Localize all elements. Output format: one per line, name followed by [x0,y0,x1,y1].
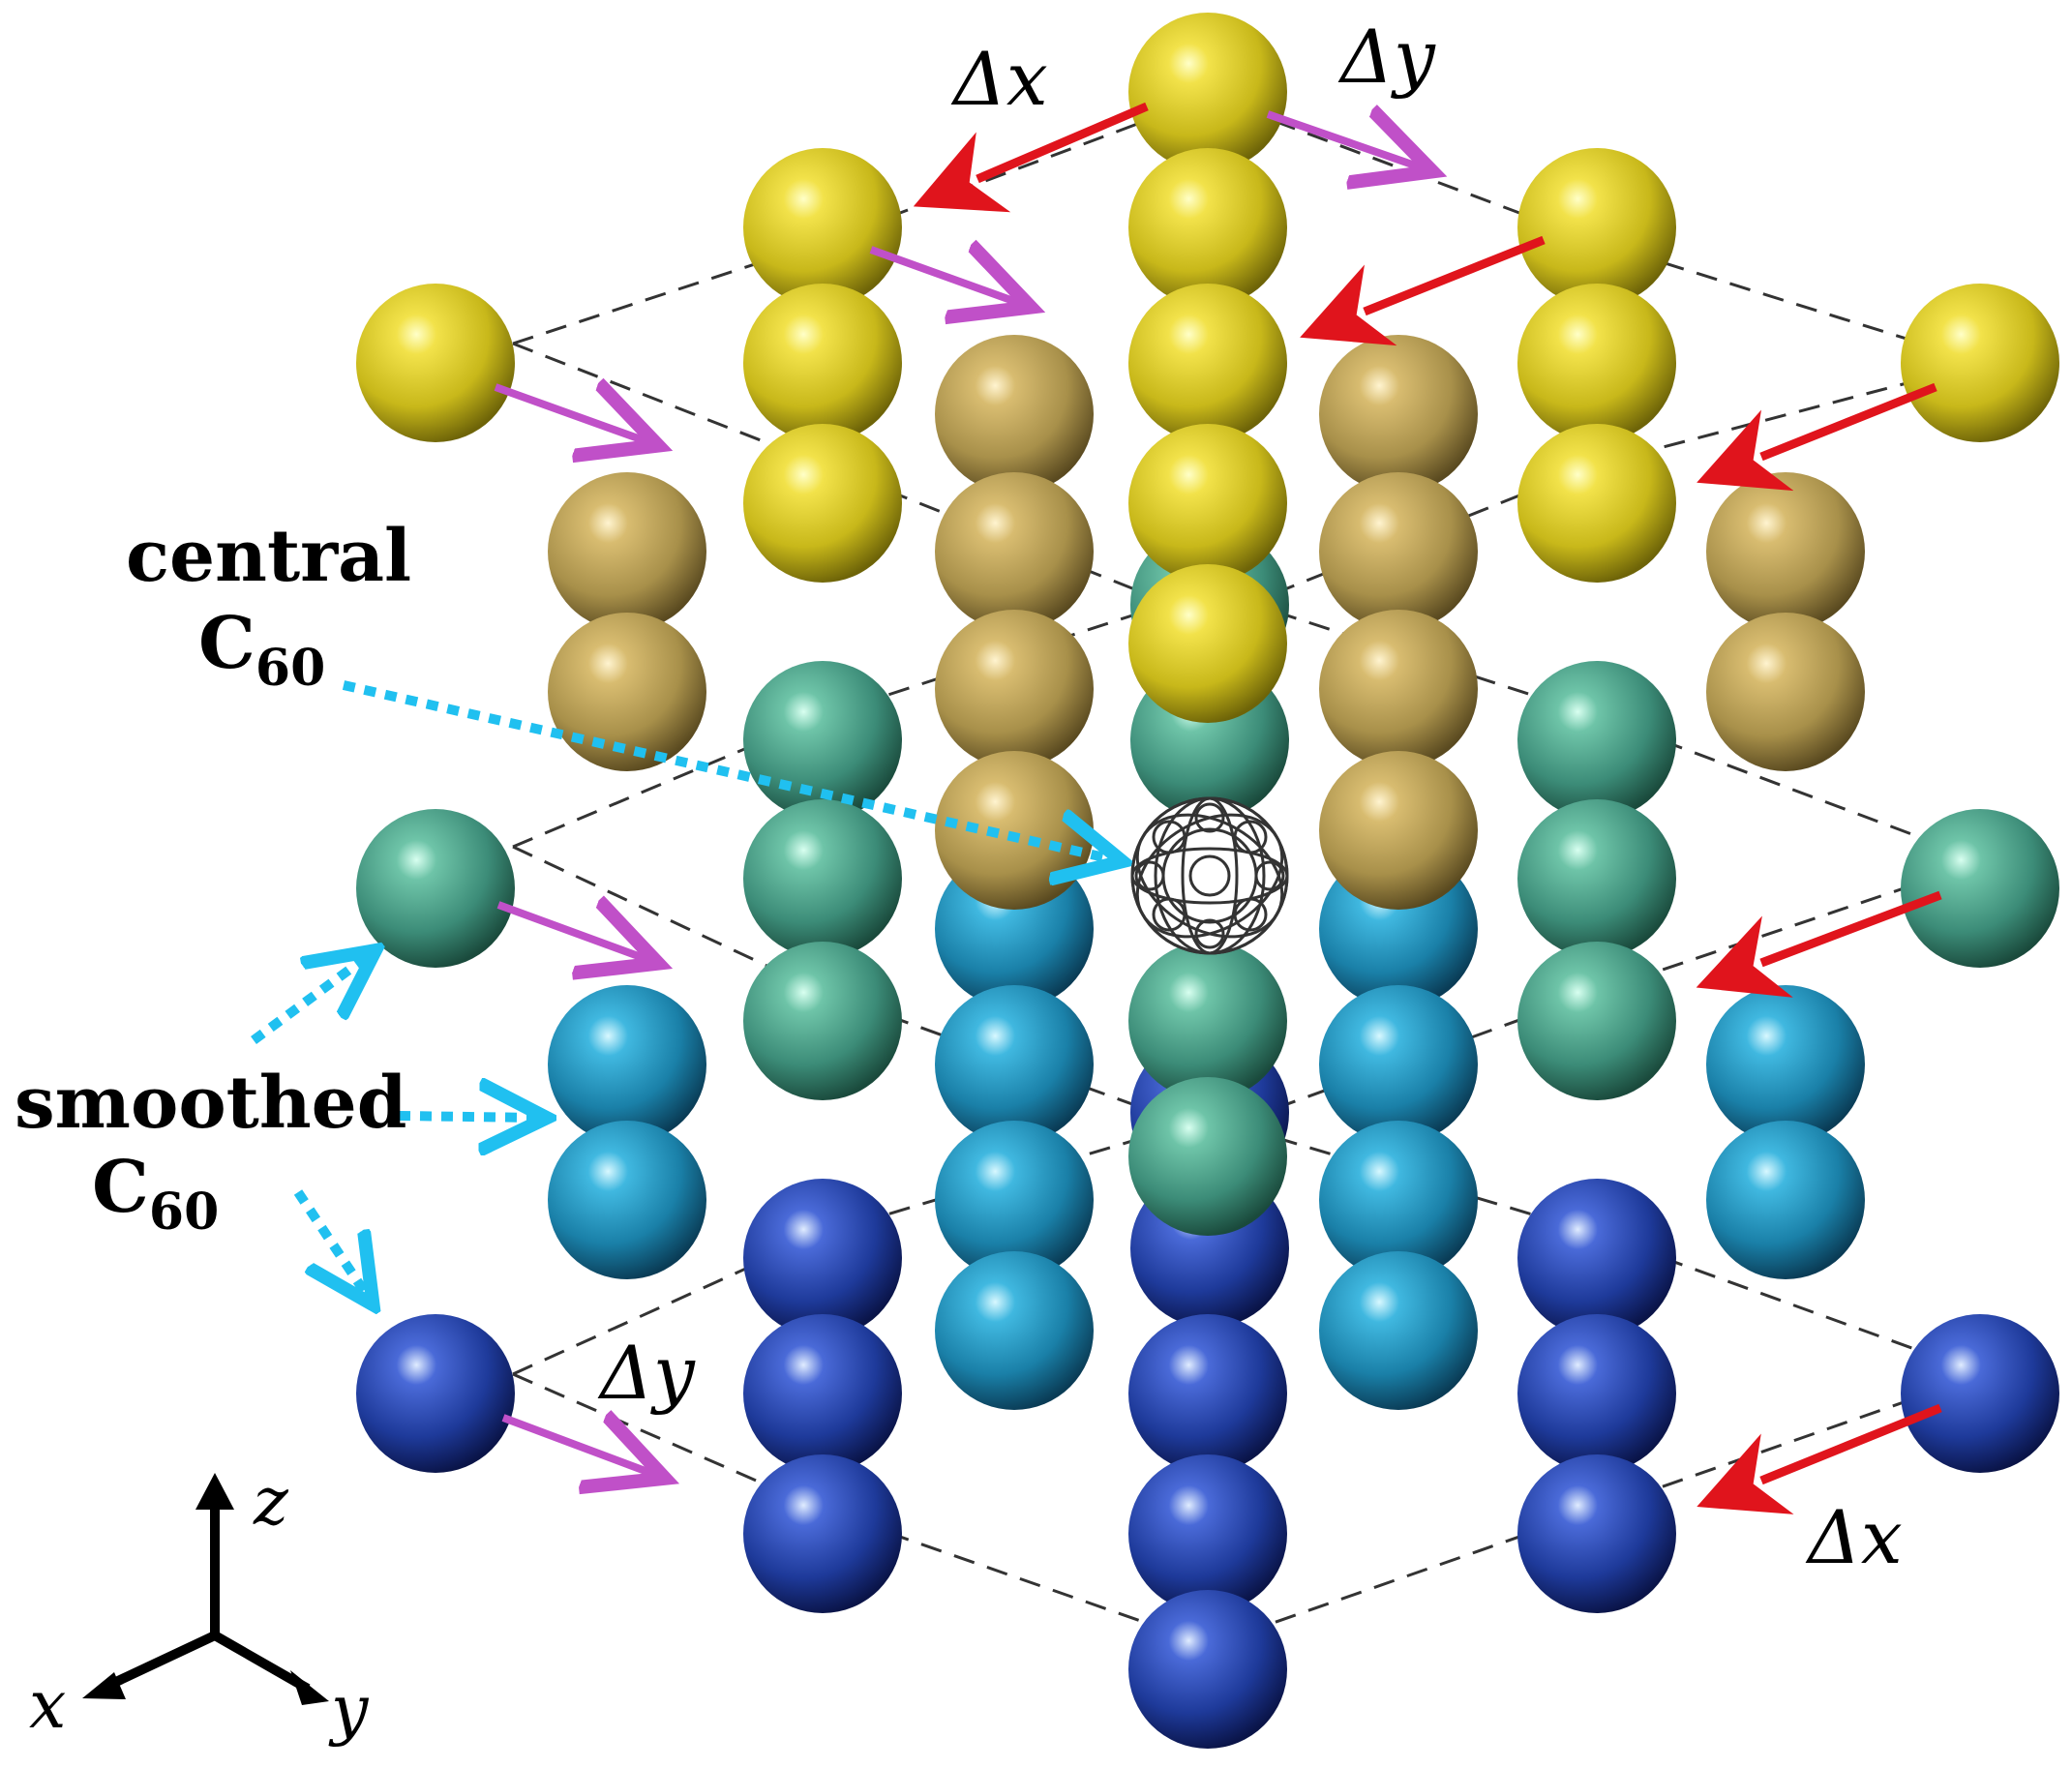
sphere-yellow [743,284,902,442]
label-smoothed-c60: C60 [92,1146,219,1242]
column-inner-right [1319,335,1478,1410]
label-central: central [126,515,411,598]
dx-arrows [913,102,1942,1514]
central-c60-molecule [1130,796,1289,955]
sphere-blue [743,1314,902,1473]
sphere-blue [743,1454,902,1613]
label-dy-top: Δy [1337,14,1436,100]
column-right-mid [1517,148,1676,1613]
sphere-yellow [743,148,902,307]
sphere-olive [548,613,706,771]
sphere-teal [743,942,902,1100]
sphere-olive [935,751,1094,910]
sphere-cyan [1706,985,1865,1144]
sphere-cyan [1319,1251,1478,1410]
sphere-olive [1319,335,1478,494]
sphere-yellow [1128,564,1287,723]
column-outer-right [1901,284,2059,1473]
sphere-blue [1128,1314,1287,1473]
sphere-olive [935,472,1094,631]
sphere-yellow [1128,13,1287,171]
axis-label-y: y [328,1672,370,1749]
sphere-yellow [1517,284,1676,442]
sphere-yellow [1517,424,1676,583]
column-central [1128,13,1287,1749]
dy-arrows [494,114,1418,1473]
sphere-teal [743,799,902,958]
sphere-olive [935,610,1094,768]
pointer-arrows [251,680,1113,1297]
sphere-olive [1319,751,1478,910]
sphere-olive [1706,613,1865,771]
sphere-yellow [1128,284,1287,442]
column-outer-left [356,284,515,1473]
sphere-yellow [356,284,515,442]
sphere-olive [935,335,1094,494]
label-central-c60: C60 [198,602,325,698]
sphere-cyan [1706,1121,1865,1279]
label-dx-top: Δx [950,36,1048,122]
sphere-teal [1517,799,1676,958]
column-left-mid [743,148,902,1613]
column-inner-left [935,335,1094,1410]
sphere-cyan [1319,1121,1478,1279]
axis-label-z: z [253,1464,289,1541]
sphere-cyan [935,985,1094,1144]
sphere-blue [1517,1454,1676,1613]
sphere-cyan [935,1121,1094,1279]
sphere-blue [1128,1454,1287,1613]
sphere-olive [1319,610,1478,768]
column-far-left-back [548,472,706,1279]
sphere-yellow [1517,148,1676,307]
sphere-blue [356,1314,515,1473]
sphere-teal [1901,809,2059,968]
sphere-blue [1128,1590,1287,1749]
sphere-cyan [548,985,706,1144]
sphere-teal [1128,1077,1287,1236]
label-dx-bottom: Δx [1805,1494,1903,1580]
sphere-teal [1128,942,1287,1100]
axes-triad [82,1473,329,1705]
axis-label-x: x [29,1667,66,1744]
sphere-yellow [743,424,902,583]
label-smoothed: smoothed [15,1062,406,1145]
sphere-olive [1706,472,1865,631]
sphere-cyan [1319,985,1478,1144]
sphere-teal [1517,661,1676,820]
sphere-yellow [1901,284,2059,442]
sphere-cyan [935,1251,1094,1410]
sphere-yellow [1128,148,1287,307]
column-far-right-back [1706,472,1865,1279]
sphere-blue [1901,1314,2059,1473]
sphere-cyan [548,1121,706,1279]
sphere-olive [548,472,706,631]
sphere-blue [743,1179,902,1337]
sphere-blue [1517,1179,1676,1337]
label-dy-bottom: Δy [597,1330,696,1416]
sphere-olive [1319,472,1478,631]
sphere-teal [356,809,515,968]
sphere-yellow [1128,424,1287,583]
sphere-teal [1517,942,1676,1100]
sphere-blue [1517,1314,1676,1473]
